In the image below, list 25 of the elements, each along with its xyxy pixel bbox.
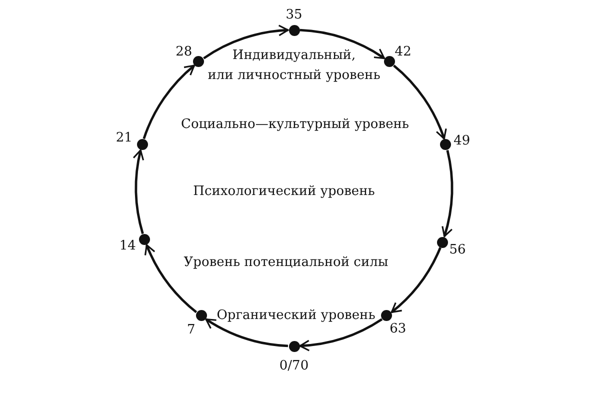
arc-arrow [441, 150, 454, 238]
point-number: 14 [119, 238, 136, 254]
arc-arrow [133, 149, 145, 234]
point-number: 7 [186, 322, 196, 338]
arc-arrow [142, 64, 195, 140]
point-number: 42 [394, 44, 412, 60]
point-number: 21 [116, 130, 132, 146]
level-label: Уровень потенциальной силы [184, 254, 388, 272]
point-number: 49 [454, 134, 470, 149]
point-number: 35 [286, 8, 302, 22]
point-number: 63 [390, 321, 406, 336]
level-label: Органический уровень [216, 307, 376, 325]
point-number: 28 [176, 44, 192, 60]
level-label: Индивидуальный, или личностный уровень [208, 47, 380, 85]
level-label: Психологический уровень [193, 183, 375, 201]
point-number: 0/70 [279, 358, 309, 374]
arc-arrow [390, 247, 442, 314]
arc-arrow [300, 28, 386, 60]
arc-arrow [203, 25, 289, 60]
point-number: 56 [449, 242, 466, 258]
arc-arrow [205, 318, 288, 348]
level-label: Социально—культурный уровень [181, 116, 409, 134]
arc-arrow [299, 318, 383, 351]
arc-arrow [393, 64, 446, 140]
arc-arrow [145, 244, 198, 314]
